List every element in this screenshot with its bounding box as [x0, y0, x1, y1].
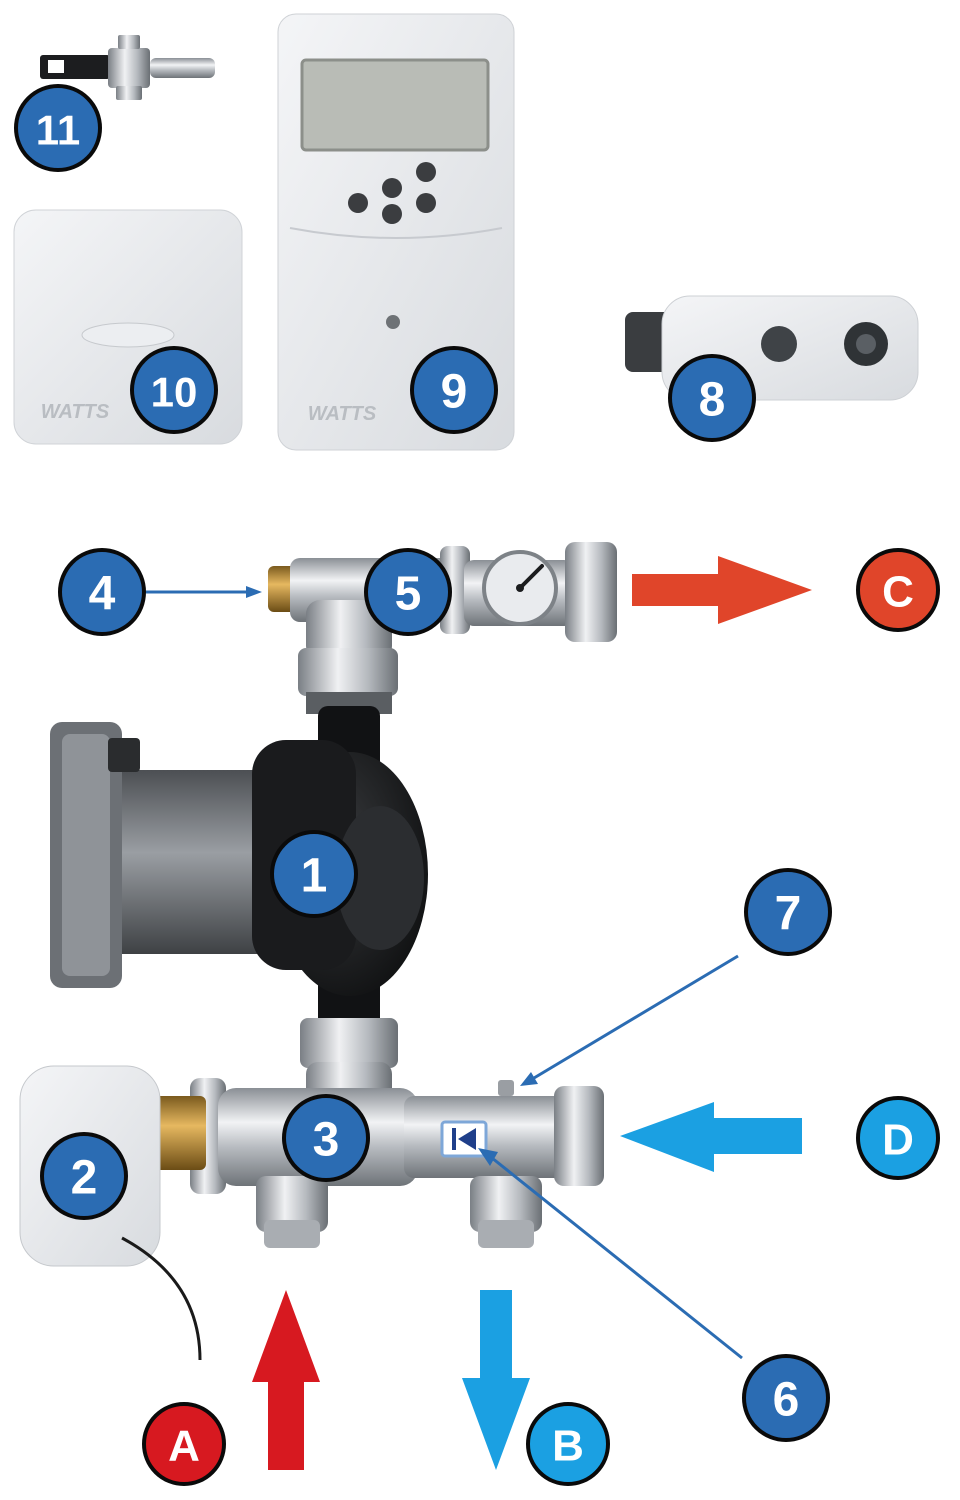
- right-button-icon: [416, 193, 436, 213]
- component-badge-10: 10: [130, 346, 218, 434]
- component-badge-4-circle: [58, 548, 146, 636]
- port-badge-b: B: [526, 1402, 610, 1486]
- actuator-module: [625, 295, 919, 401]
- flow-arrow-a-icon: [252, 1290, 320, 1470]
- component-badge-11: 11: [14, 84, 102, 172]
- left-button-icon: [348, 193, 368, 213]
- ok-button-icon: [416, 162, 436, 182]
- port-badge-d-label: D: [882, 1116, 914, 1165]
- component-badge-5-circle: [364, 548, 452, 636]
- component-badge-8-circle: [668, 354, 756, 442]
- component-badge-9: 9: [410, 346, 498, 434]
- controller-brand-label: WATTS: [308, 403, 377, 425]
- component-badge-4-label: 4: [89, 568, 116, 621]
- component-badge-3-label: 3: [313, 1114, 340, 1167]
- port-badge-d-circle: [856, 1096, 940, 1180]
- circulator-pump: [50, 706, 428, 1028]
- port-badge-d: D: [856, 1096, 940, 1180]
- sensor-probe: [40, 35, 215, 100]
- component-badge-5-label: 5: [395, 568, 422, 621]
- flow-arrows: [252, 556, 812, 1470]
- component-badge-4: 4: [58, 548, 146, 636]
- component-badge-6: 6: [742, 1354, 830, 1442]
- flow-arrow-c-icon: [632, 556, 812, 624]
- component-badge-1-circle: [270, 830, 358, 918]
- component-badge-6-label: 6: [773, 1374, 800, 1427]
- component-badge-1-label: 1: [301, 850, 328, 903]
- bottom-manifold: [190, 1018, 604, 1248]
- heating-controller: WATTS: [277, 13, 515, 451]
- port-badge-b-circle: [526, 1402, 610, 1486]
- flow-arrow-d-icon: [620, 1102, 802, 1172]
- port-badges: A B C D: [142, 548, 940, 1486]
- component-badge-8: 8: [668, 354, 756, 442]
- component-badge-1: 1: [270, 830, 358, 918]
- component-badge-7-circle: [744, 868, 832, 956]
- component-badge-8-label: 8: [699, 374, 726, 427]
- component-badge-2-circle: [40, 1132, 128, 1220]
- component-badge-10-circle: [130, 346, 218, 434]
- up-button-icon: [382, 178, 402, 198]
- port-badge-a: A: [142, 1402, 226, 1486]
- status-led-icon: [386, 315, 400, 329]
- component-badge-7-label: 7: [775, 888, 802, 941]
- port-badge-b-label: B: [552, 1422, 584, 1471]
- port-badge-c-label: C: [882, 568, 914, 617]
- component-badge-7: 7: [744, 868, 832, 956]
- component-badge-5: 5: [364, 548, 452, 636]
- component-badge-11-circle: [14, 84, 102, 172]
- thermostat-brand-label: WATTS: [41, 401, 110, 423]
- component-badge-2-label: 2: [71, 1152, 98, 1205]
- component-badge-9-circle: [410, 346, 498, 434]
- component-badge-2: 2: [40, 1132, 128, 1220]
- component-badge-9-label: 9: [441, 366, 468, 419]
- leader-lines: [146, 586, 743, 1360]
- component-badge-11-label: 11: [36, 107, 80, 154]
- component-badge-6-circle: [742, 1354, 830, 1442]
- port-badge-a-circle: [142, 1402, 226, 1486]
- port-badge-c: C: [856, 548, 940, 632]
- port-badge-a-label: A: [168, 1422, 200, 1471]
- down-button-icon: [382, 204, 402, 224]
- valve-actuator: [19, 1065, 206, 1361]
- component-badge-10-label: 10: [151, 369, 198, 416]
- flow-arrow-b-icon: [462, 1290, 530, 1470]
- port-badge-c-circle: [856, 548, 940, 632]
- component-badge-3: 3: [282, 1094, 370, 1182]
- component-badges: 1 2 3 4 5 6 7 8 9 10 11: [14, 84, 832, 1442]
- component-badge-3-circle: [282, 1094, 370, 1182]
